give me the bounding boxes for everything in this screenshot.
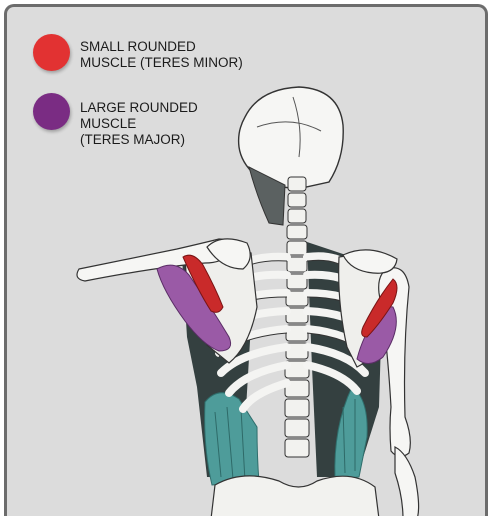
red-circle-icon xyxy=(33,34,70,71)
legend-line: SMALL ROUNDED xyxy=(80,39,243,55)
back-anatomy-illustration xyxy=(7,7,488,516)
legend-line: (TERES MAJOR) xyxy=(80,132,198,148)
legend-label-teres-major: LARGE ROUNDED MUSCLE (TERES MAJOR) xyxy=(80,100,198,148)
latissimus-left xyxy=(205,393,259,485)
purple-circle-icon xyxy=(33,93,70,130)
legend-line: MUSCLE (TERES MINOR) xyxy=(80,55,243,71)
legend-line: MUSCLE xyxy=(80,116,198,132)
legend-line: LARGE ROUNDED xyxy=(80,100,198,116)
pelvis xyxy=(211,476,379,516)
spine xyxy=(285,177,309,457)
legend-label-teres-minor: SMALL ROUNDED MUSCLE (TERES MINOR) xyxy=(80,39,243,71)
forearm-right xyxy=(395,447,419,516)
illustration-panel: SMALL ROUNDED MUSCLE (TERES MINOR) LARGE… xyxy=(4,4,488,516)
